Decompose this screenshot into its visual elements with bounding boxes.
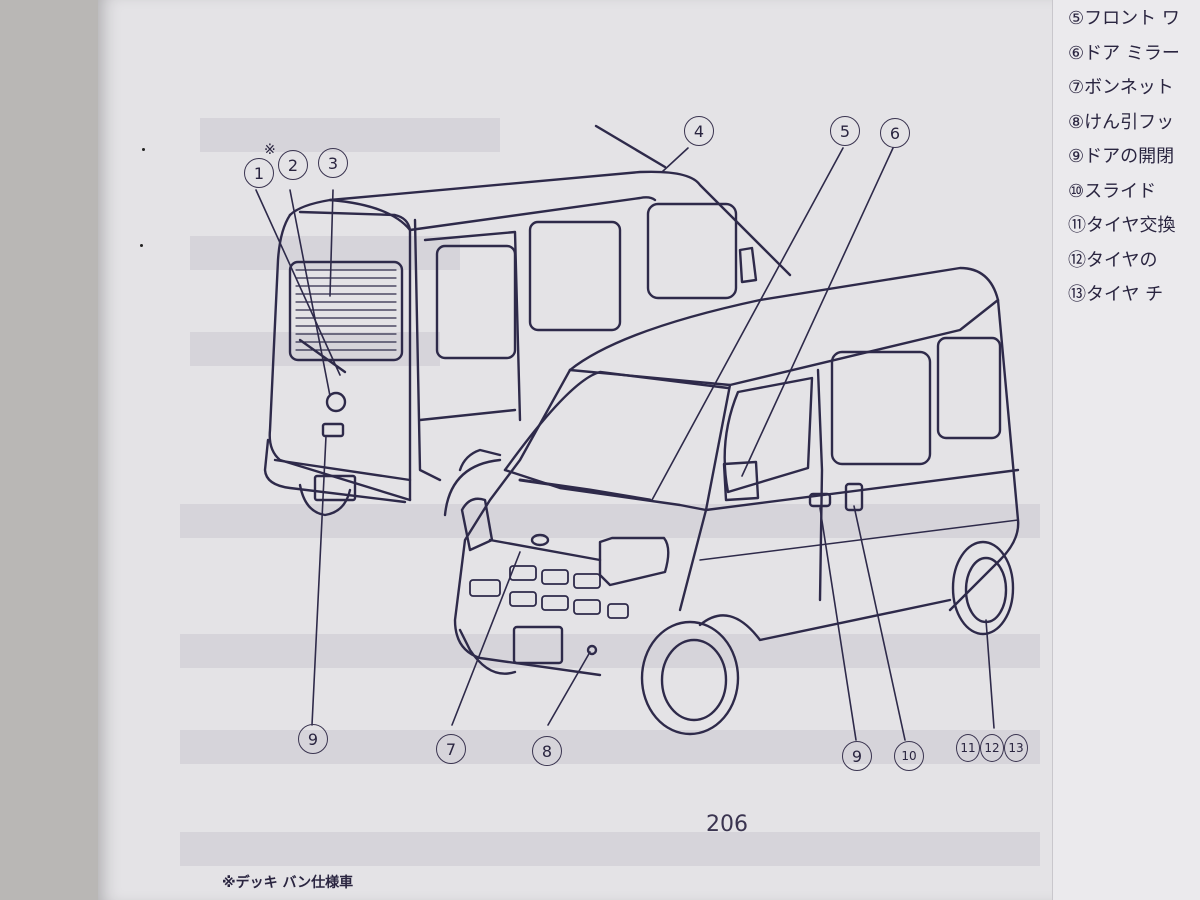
callout-1: 1 xyxy=(244,158,274,188)
callout-13: 13 xyxy=(1004,734,1028,762)
leader-line-2 xyxy=(289,189,331,397)
dust-speck xyxy=(142,148,145,151)
leader-line-3 xyxy=(329,189,334,297)
callout-10: 10 xyxy=(894,741,924,771)
callout-5: 5 xyxy=(830,116,860,146)
leader-line-9b xyxy=(819,507,857,741)
facing-page xyxy=(1052,0,1200,900)
leader-line-1 xyxy=(255,189,341,376)
legend-item-12: ⑫タイヤの xyxy=(1068,249,1158,271)
callout-12: 12 xyxy=(980,734,1004,762)
leader-line-11-13 xyxy=(985,619,995,729)
leader-line-8 xyxy=(547,651,591,726)
callout-8: 8 xyxy=(532,736,562,766)
leader-line-9a xyxy=(311,435,327,726)
callout-11: 11 xyxy=(956,734,980,762)
legend-item-9: ⑨ドアの開閉 xyxy=(1068,146,1175,167)
legend-item-10: ⑩スライド xyxy=(1068,180,1157,202)
front-van-drawing xyxy=(453,124,1020,736)
legend-item-7: ⑦ボンネット xyxy=(1068,77,1174,98)
callout-7: 7 xyxy=(436,734,466,764)
legend-item-8: ⑧けん引フッ xyxy=(1068,111,1175,133)
legend-item-13: ⑬タイヤ チ xyxy=(1068,284,1164,305)
bleed-page-number: 206 xyxy=(706,812,748,837)
legend-item-5: ⑤フロント ワ xyxy=(1068,8,1180,29)
bleed-band xyxy=(180,504,1040,538)
callout-4: 4 xyxy=(684,116,714,146)
callout-9-rear: 9 xyxy=(298,724,328,754)
bleed-band xyxy=(180,634,1040,668)
callout-9-front: 9 xyxy=(842,741,872,771)
leader-line-6 xyxy=(741,147,894,477)
callout-3: 3 xyxy=(318,148,348,178)
leader-line-7 xyxy=(451,551,521,726)
bleed-band xyxy=(200,118,500,152)
callout-2: 2 xyxy=(278,150,308,180)
legend-item-11: ⑪タイヤ交換 xyxy=(1068,215,1176,236)
parts-legend: ⑤フロント ワ ⑥ドア ミラー ⑦ボンネット ⑧けん引フッ ⑨ドアの開閉 ⑩スラ… xyxy=(1068,2,1180,313)
leader-line-4 xyxy=(661,147,689,173)
legend-item-6: ⑥ドア ミラー xyxy=(1068,42,1180,64)
footnote: ※デッキ バン仕様車 xyxy=(222,875,354,891)
leader-line-10 xyxy=(853,505,906,741)
asterisk-mark: ※ xyxy=(264,142,276,158)
dust-speck xyxy=(140,244,143,247)
bleed-band xyxy=(180,832,1040,866)
callout-6: 6 xyxy=(880,118,910,148)
leader-line-5 xyxy=(651,147,844,501)
rear-van-drawing xyxy=(263,170,792,517)
